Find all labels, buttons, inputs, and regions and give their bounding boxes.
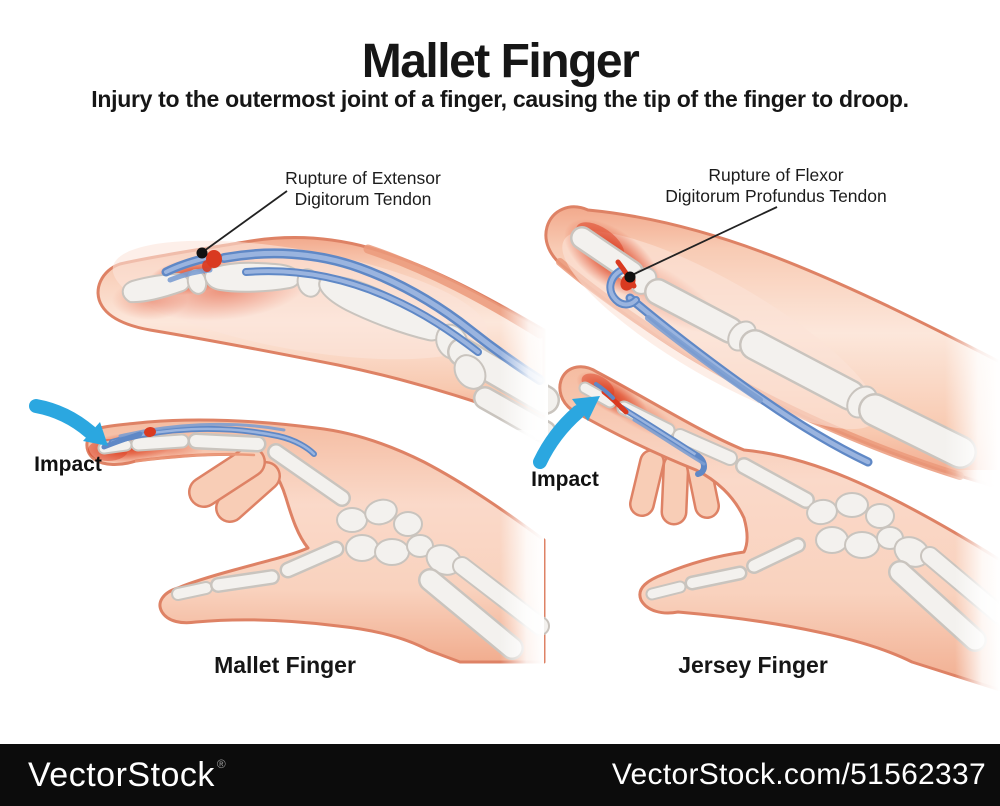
callout-extensor-tendon: Rupture of Extensor Digitorum Tendon <box>285 168 441 210</box>
impact-arrow-right-icon <box>533 396 600 469</box>
caption-jersey-finger: Jersey Finger <box>678 652 828 678</box>
callout-extensor-line2: Digitorum Tendon <box>294 189 432 209</box>
callout-flexor-line2: Digitorum Profundus Tendon <box>665 186 887 206</box>
brand-text: VectorStock <box>28 755 215 794</box>
callout-flexor-tendon: Rupture of Flexor Digitorum Profundus Te… <box>665 165 886 207</box>
registered-mark: ® <box>216 756 227 771</box>
impact-label-right: Impact <box>531 468 599 491</box>
callout-extensor-line1: Rupture of Extensor <box>285 168 441 188</box>
impact-label-left: Impact <box>34 453 102 476</box>
impact-arrow-left-icon <box>29 399 108 446</box>
mallet-hand-illustration <box>85 418 550 670</box>
jersey-hand-illustration <box>558 365 1000 710</box>
watermark-bar: VectorStock® VectorStock.com/51562337 <box>0 744 1000 806</box>
callout-line-right <box>631 206 778 276</box>
vectorstock-logo: VectorStock® <box>28 756 226 795</box>
jersey-cutaway-illustration <box>544 200 1000 500</box>
caption-mallet-finger: Mallet Finger <box>214 652 356 678</box>
page-subtitle: Injury to the outermost joint of a finge… <box>91 86 909 112</box>
page-title: Mallet Finger <box>361 35 640 88</box>
rupture-marker-left-icon <box>196 247 208 259</box>
anatomy-artwork <box>29 190 1000 710</box>
mallet-cutaway-illustration <box>96 228 560 444</box>
image-credit: VectorStock.com/51562337 <box>611 758 986 791</box>
rupture-marker-right-icon <box>624 271 636 283</box>
callout-flexor-line1: Rupture of Flexor <box>708 165 844 185</box>
callout-line-left <box>203 190 288 252</box>
